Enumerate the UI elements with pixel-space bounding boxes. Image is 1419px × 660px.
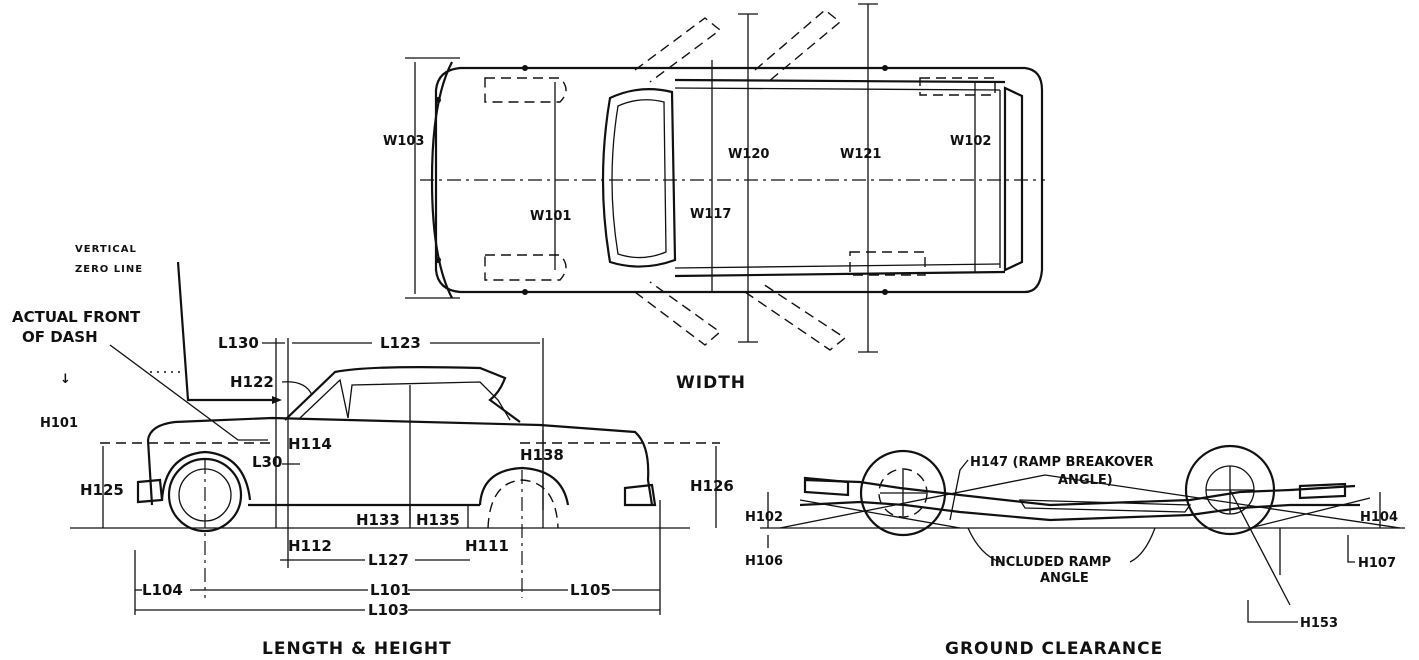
h122-arc: [281, 381, 313, 396]
top-view-windshield-inner: [611, 99, 667, 259]
top-view-mark: [522, 65, 528, 71]
side-rear-arch: [478, 466, 570, 506]
h101-label: H101: [40, 416, 78, 431]
w102-label: W102: [950, 134, 991, 149]
front-of-dash-leader: [109, 344, 268, 441]
length-view-title: LENGTH & HEIGHT: [262, 639, 452, 659]
h104-label: H104: [1360, 510, 1398, 525]
w121-label: W121: [840, 147, 881, 162]
vertical-zero-line-label-1: VERTICAL: [75, 244, 137, 255]
gc-rear-bumper: [1298, 482, 1347, 500]
h135-label: H135: [416, 511, 460, 529]
top-view: W103 W101 W117 W120 W121 W102 WIDTH: [383, 3, 1045, 393]
h122-label: H122: [230, 373, 274, 391]
w117-label: W117: [690, 207, 731, 222]
side-roof: [284, 366, 521, 423]
top-view-door-open-4: [744, 281, 847, 351]
width-view-title: WIDTH: [676, 373, 746, 393]
vertical-zero-arrow: [272, 396, 282, 404]
top-view-windshield: [601, 88, 677, 268]
l123-label: L123: [380, 334, 421, 352]
gc-rear-wheel: [1184, 444, 1276, 536]
h147-label-1: H147 (RAMP BREAKOVER: [970, 455, 1154, 470]
top-view-roof-rail-bottom: [674, 270, 1006, 278]
front-of-dash-label-1: ACTUAL FRONT: [12, 308, 141, 326]
top-view-door-open-2: [754, 9, 842, 83]
gc-h153-line: [1229, 489, 1291, 606]
l103-label: L103: [368, 601, 409, 619]
ground-view-title: GROUND CLEARANCE: [945, 639, 1163, 659]
top-view-mark: [882, 289, 888, 295]
h133-label: H133: [356, 511, 400, 529]
l30-label: L30: [252, 453, 282, 471]
side-body-outline: [146, 416, 654, 506]
h101-arrow: ↓: [60, 372, 71, 387]
l127-label: L127: [368, 551, 409, 569]
gc-approach-line: [799, 499, 961, 529]
side-window-front: [299, 378, 349, 419]
side-front-wheel: [167, 457, 243, 533]
h138-label: H138: [520, 446, 564, 464]
h107-leader: [1347, 535, 1355, 563]
top-view-mark: [882, 65, 888, 71]
top-view-rail-inner-bottom: [674, 263, 1001, 269]
top-view-door-open-1: [634, 17, 722, 83]
w101-label: W101: [530, 209, 571, 224]
vertical-zero-leader: [176, 261, 272, 402]
h153-label: H153: [1300, 616, 1338, 631]
w120-label: W120: [728, 147, 769, 162]
ground-clearance-view: H147 (RAMP BREAKOVER ANGLE) H102 H106 H1…: [745, 444, 1405, 659]
side-window-main: [347, 381, 511, 421]
h112-label: H112: [288, 537, 332, 555]
w103-label: W103: [383, 134, 424, 149]
top-view-wheel-rl: [919, 77, 996, 96]
l101-label: L101: [370, 581, 411, 599]
h125-label: H125: [80, 481, 124, 499]
top-view-mark: [435, 257, 441, 263]
gc-front-bumper: [803, 476, 850, 497]
top-view-wheel-fl: [484, 77, 567, 103]
side-rear-bumper: [623, 483, 657, 507]
gc-departure-line: [1249, 497, 1371, 529]
top-view-mark: [435, 97, 441, 103]
h147-label-2: ANGLE): [1058, 473, 1113, 488]
gc-ramp-angle-leader: [967, 527, 1156, 563]
top-view-mark: [522, 289, 528, 295]
h102-label: H102: [745, 510, 783, 525]
gc-ramp-line-front: [779, 474, 1046, 529]
h147-leader: [949, 459, 969, 521]
h106-label: H106: [745, 554, 783, 569]
included-ramp-label-2: ANGLE: [1040, 571, 1089, 586]
h126-label: H126: [690, 477, 734, 495]
gc-front-hub: [878, 468, 928, 518]
gc-frame-lower: [799, 500, 1360, 522]
h114-label: H114: [288, 435, 332, 453]
side-rear-wheel: [487, 479, 559, 529]
side-front-arch: [160, 450, 252, 501]
front-of-dash-label-2: OF DASH: [22, 328, 98, 346]
top-view-door-open-3: [634, 281, 722, 346]
top-view-wheel-fr: [484, 254, 567, 281]
h107-label: H107: [1358, 556, 1396, 571]
l105-label: L105: [570, 581, 611, 599]
gc-exhaust: [1018, 499, 1192, 513]
gc-front-wheel: [859, 449, 947, 537]
side-front-bumper: [136, 478, 164, 504]
top-view-roof-rail-top: [674, 78, 1006, 84]
gc-ramp-line-rear: [1044, 474, 1401, 529]
l130-label: L130: [218, 334, 259, 352]
top-view-rail-inner-top: [674, 87, 1001, 91]
l104-label: L104: [142, 581, 183, 599]
vertical-zero-line-label-2: ZERO LINE: [75, 264, 143, 275]
side-view: VERTICAL ZERO LINE ACTUAL FRONT OF DASH …: [12, 244, 734, 659]
h111-label: H111: [465, 537, 509, 555]
h153-leader: [1247, 600, 1298, 623]
top-view-wheel-rr: [849, 251, 926, 276]
included-ramp-label-1: INCLUDED RAMP: [990, 555, 1111, 570]
top-view-rear-deck: [1003, 86, 1024, 272]
top-view-body-outline: [434, 66, 1044, 294]
